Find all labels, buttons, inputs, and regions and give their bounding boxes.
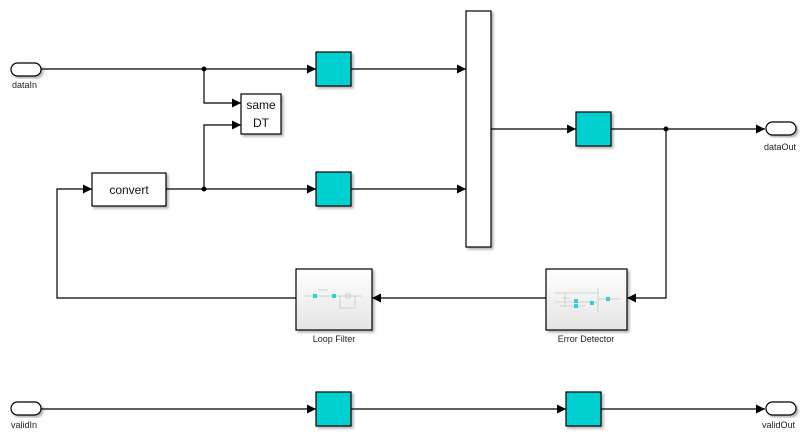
block-label: convert	[109, 183, 149, 197]
block-label: DT	[253, 116, 270, 130]
same-dt-block[interactable]: same DT	[240, 93, 282, 135]
wire-branch-to-samedt-in1[interactable]	[203, 69, 241, 108]
subsystem-thumbnail-icon	[305, 289, 362, 309]
delay-block[interactable]	[575, 111, 612, 147]
port-label: validOut	[762, 420, 796, 430]
loop-filter-subsystem[interactable]: Loop Filter	[295, 268, 373, 344]
port-label: dataIn	[12, 80, 37, 90]
outport-validout[interactable]: validOut	[762, 401, 797, 430]
wire-feedback-to-error-detector[interactable]	[627, 129, 667, 303]
error-detector-subsystem[interactable]: Error Detector	[545, 268, 628, 344]
delay-block[interactable]	[315, 51, 352, 87]
delay-block[interactable]	[565, 391, 602, 427]
inport-validin[interactable]: validIn	[10, 401, 42, 430]
mux-block[interactable]	[465, 10, 492, 248]
subsystem-label: Loop Filter	[313, 334, 356, 344]
convert-block[interactable]: convert	[91, 172, 167, 207]
delay-block[interactable]	[315, 391, 352, 427]
wire-branch-to-samedt-in2[interactable]	[203, 120, 241, 189]
subsystem-thumbnail-icon	[555, 288, 620, 312]
wire-loop-filter-to-convert[interactable]	[56, 184, 296, 299]
port-label: validIn	[11, 420, 37, 430]
inport-datain[interactable]: dataIn	[10, 62, 42, 90]
branch-point	[201, 186, 207, 192]
block-label: same	[246, 98, 276, 112]
delay-block[interactable]	[315, 171, 352, 207]
port-label: dataOut	[764, 142, 797, 152]
outport-dataout[interactable]: dataOut	[764, 121, 797, 152]
subsystem-label: Error Detector	[558, 334, 615, 344]
branch-point	[201, 66, 207, 72]
